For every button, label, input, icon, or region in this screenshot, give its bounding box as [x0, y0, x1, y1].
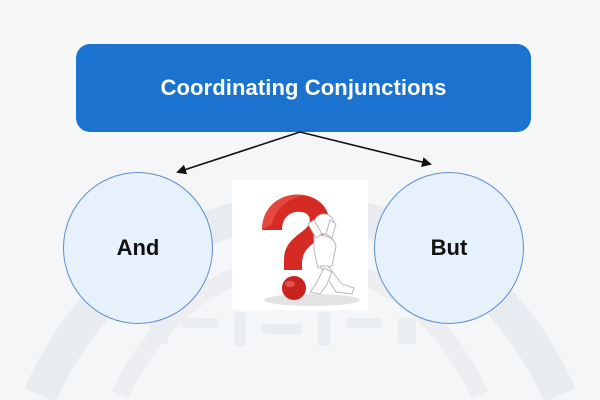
question-mark-thinking-person-icon	[232, 180, 368, 310]
node-but-label: But	[431, 235, 468, 261]
node-but: But	[374, 172, 524, 324]
arrow-to-and	[178, 132, 300, 172]
node-and: And	[63, 172, 213, 324]
arrow-to-but	[300, 132, 430, 164]
node-and-label: And	[117, 235, 160, 261]
